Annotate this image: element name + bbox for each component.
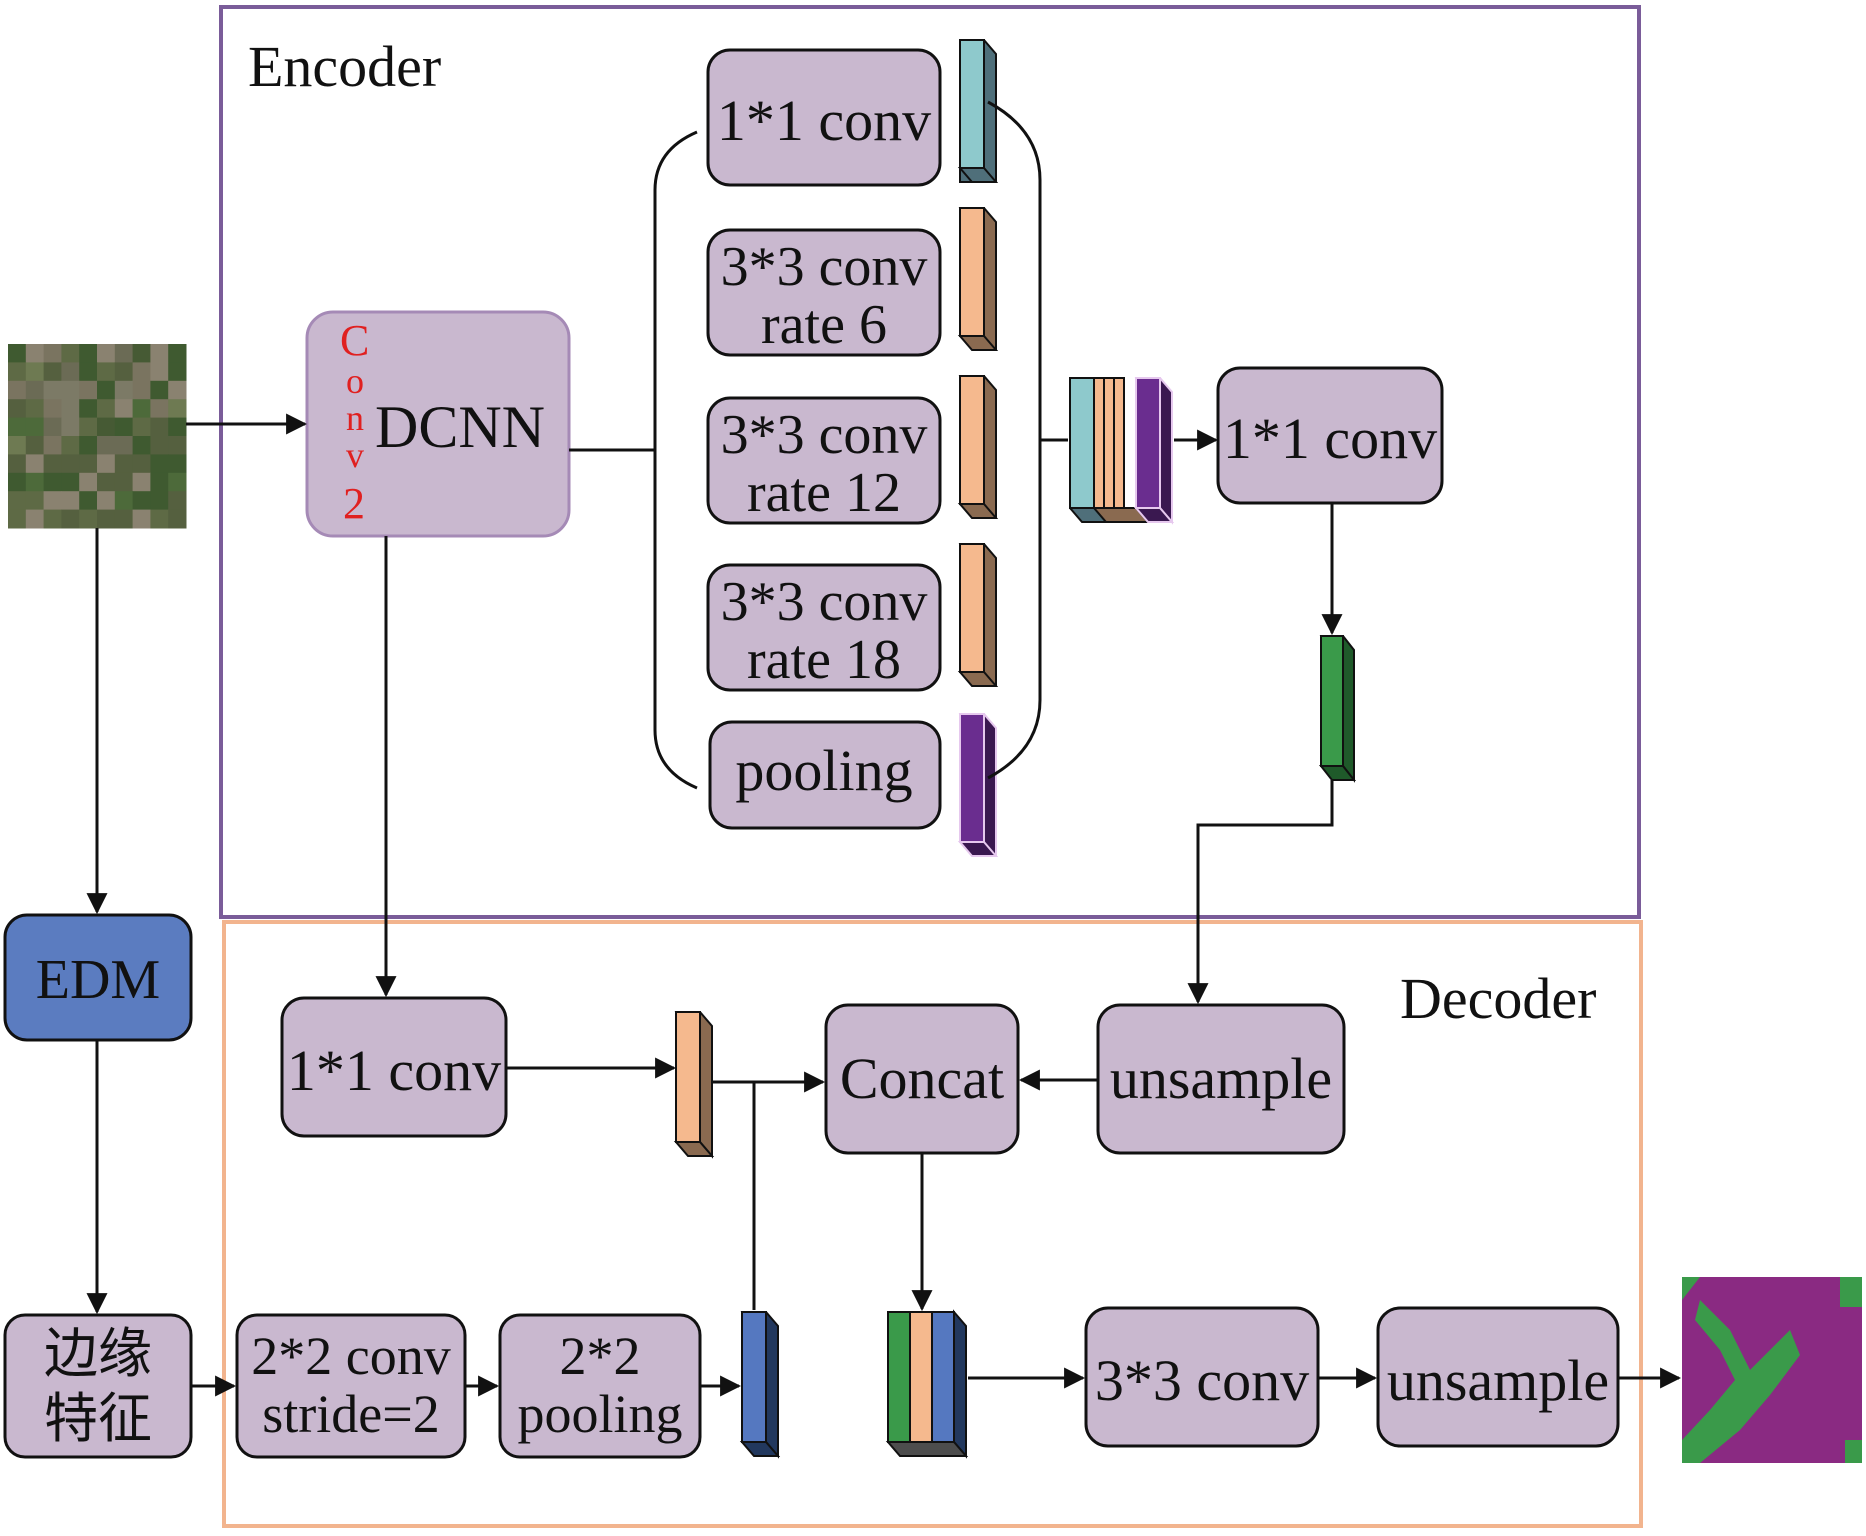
pool2x2-line2: pooling (517, 1384, 682, 1444)
aspp-conv3-r12-line1: 3*3 conv (721, 404, 928, 466)
conv3x3-label: 3*3 conv (1095, 1348, 1309, 1413)
feature-bar-orange-r18 (957, 543, 999, 687)
conv2x2-line2: stride=2 (262, 1384, 439, 1444)
encoder-title: Encoder (248, 34, 441, 99)
aspp-conv3-r12-line2: rate 12 (747, 462, 901, 524)
decoder-conv1x1-label: 1*1 conv (287, 1038, 501, 1103)
feature-bar-orange-r12 (957, 375, 999, 519)
encoder-conv1x1-label: 1*1 conv (1223, 406, 1437, 471)
aspp-conv3-r18-line1: 3*3 conv (721, 571, 928, 633)
concat-stack-encoder (1069, 377, 1175, 525)
connectors (86, 100, 1682, 1397)
feature-bar-orange-decoder (673, 1011, 715, 1159)
edge-features-line2: 特征 (44, 1387, 152, 1450)
arrow-green-to-unsample (1187, 780, 1334, 1005)
aspp-conv1x1-label: 1*1 conv (717, 88, 931, 153)
feature-bar-blue-decoder (739, 1311, 781, 1459)
conv2-letter-2: 2 (343, 479, 365, 528)
aspp-conv1x1-box[interactable] (706, 48, 942, 187)
conv2-label: C o n v 2 (340, 316, 369, 528)
feature-bar-green-encoder (1318, 635, 1357, 783)
conv2-letter-v: v (346, 435, 364, 475)
concat-stack-decoder (885, 1309, 969, 1459)
unsample-top-label: unsample (1110, 1046, 1332, 1111)
aspp-pooling-label: pooling (735, 738, 912, 803)
conv2-letter-c: C (340, 316, 369, 365)
decoder-frame (222, 920, 1643, 1528)
decoder-title: Decoder (1400, 966, 1596, 1031)
feature-bar-orange-r6 (957, 207, 999, 351)
conv2x2-line1: 2*2 conv (251, 1326, 450, 1386)
edge-features-line1: 边缘 (44, 1322, 152, 1385)
input-image (8, 344, 187, 529)
pool2x2-line1: 2*2 (560, 1326, 641, 1386)
unsample-bottom-label: unsample (1387, 1348, 1609, 1413)
conv2-letter-o: o (346, 361, 364, 401)
aspp-conv3-r12-box[interactable] (706, 396, 942, 525)
feature-bar-purple (957, 713, 999, 857)
dcnn-label: DCNN (375, 394, 545, 460)
concat-label: Concat (840, 1046, 1004, 1111)
output-image (1682, 1277, 1862, 1463)
conv2-letter-n: n (346, 398, 364, 438)
aspp-conv3-r18-line2: rate 18 (747, 629, 901, 691)
aspp-pooling-box[interactable] (708, 720, 942, 830)
aspp-conv3-r6-line2: rate 6 (761, 294, 887, 356)
aspp-conv3-r6-box[interactable] (706, 228, 942, 357)
aspp-conv3-r6-line1: 3*3 conv (721, 236, 928, 298)
encoder-frame (219, 5, 1641, 919)
aspp-conv3-r18-box[interactable] (706, 563, 942, 692)
edm-label: EDM (36, 949, 160, 1011)
feature-bar-teal (957, 39, 999, 183)
aspp-left-brace (653, 130, 698, 790)
